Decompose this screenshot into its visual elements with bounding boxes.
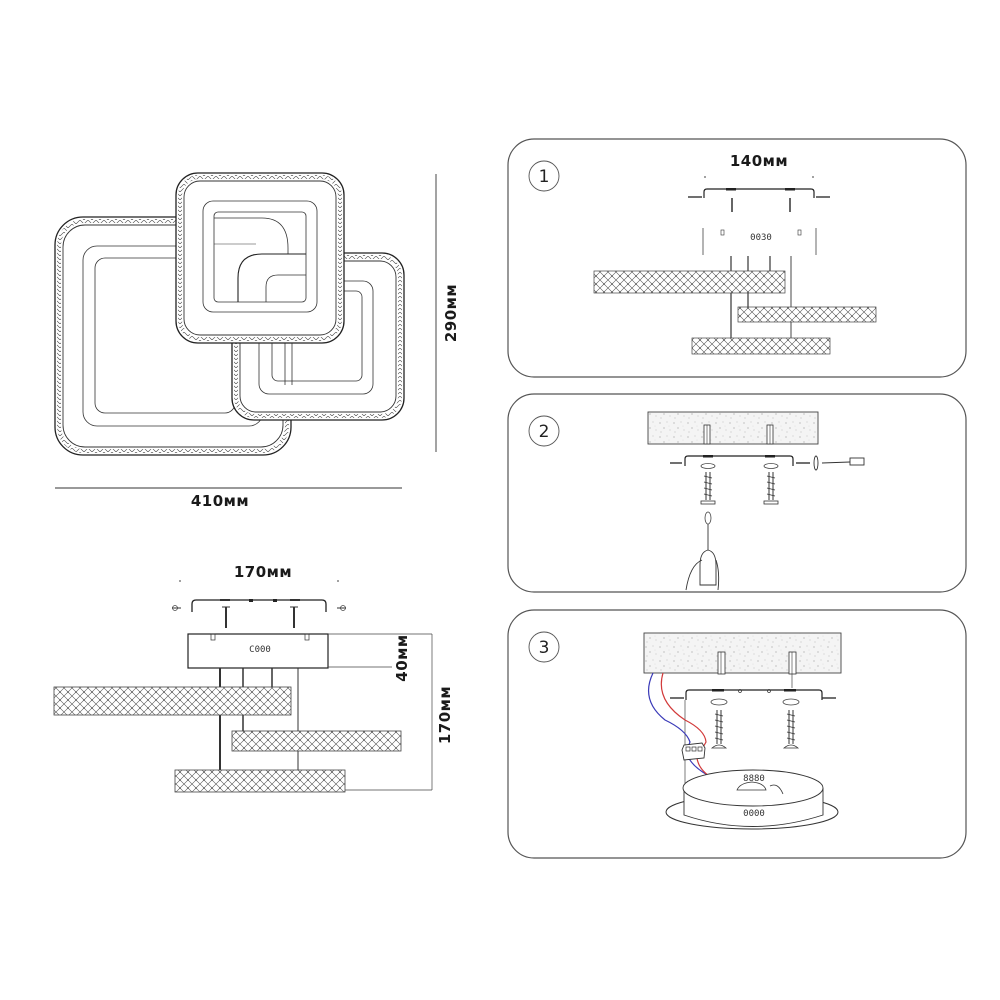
side-screw-left: [172, 605, 181, 611]
dowel-left: [703, 424, 711, 445]
screw-right: [290, 606, 298, 628]
step-3-number: 3: [539, 638, 550, 658]
step-1-bracket: [703, 188, 815, 198]
step-1-canopy-code: 0030: [750, 233, 772, 243]
side-screw-right: [337, 605, 346, 611]
terminal-block: [681, 742, 706, 761]
screw-right: [782, 710, 800, 749]
side-ring-bottom: [174, 769, 346, 793]
step-2-bracket: [684, 455, 794, 466]
canopy-code: C000: [249, 645, 271, 655]
mounting-bracket: [191, 599, 327, 612]
ceiling-slab: [647, 411, 819, 445]
screw-left: [700, 472, 716, 505]
screw-right: [763, 472, 779, 505]
wrench-icon: [813, 455, 865, 471]
side-ring-middle: [231, 730, 402, 752]
top-view-width-label: 410мм: [191, 492, 249, 510]
dowel-right: [766, 424, 774, 445]
canopy-height-label: 40мм: [393, 634, 411, 681]
step-1-panel: 1 140мм 0030: [507, 138, 967, 378]
side-view: 170мм C000 40мм 170мм: [53, 563, 454, 793]
step-1-bracket-width-label: 140мм: [730, 152, 788, 170]
top-center-ring: [175, 172, 345, 344]
step-2-number: 2: [539, 422, 550, 442]
top-view-height-label: 290мм: [442, 284, 460, 342]
screw-left: [222, 606, 230, 628]
step-2-panel: 2: [507, 393, 967, 593]
step-1-number: 1: [539, 167, 550, 187]
driver-code-bottom: 0000: [743, 809, 765, 819]
total-height-label: 170мм: [436, 686, 454, 744]
ceiling-slab: [643, 632, 842, 674]
screwdriver-icon: [685, 511, 720, 591]
side-view-bracket-width-label: 170мм: [234, 563, 292, 581]
step-3-bracket: [685, 689, 823, 700]
step-3-panel: 3 8880: [507, 609, 967, 859]
dowel-right: [788, 651, 797, 675]
side-ring-top: [53, 686, 292, 716]
screw-left: [710, 710, 728, 749]
canopy-base: 8880 0000: [665, 769, 839, 830]
dowel-left: [717, 651, 726, 675]
driver-code-top: 8880: [743, 774, 765, 784]
neutral-wire: [647, 672, 741, 791]
top-view: 410мм 290мм: [54, 172, 460, 510]
